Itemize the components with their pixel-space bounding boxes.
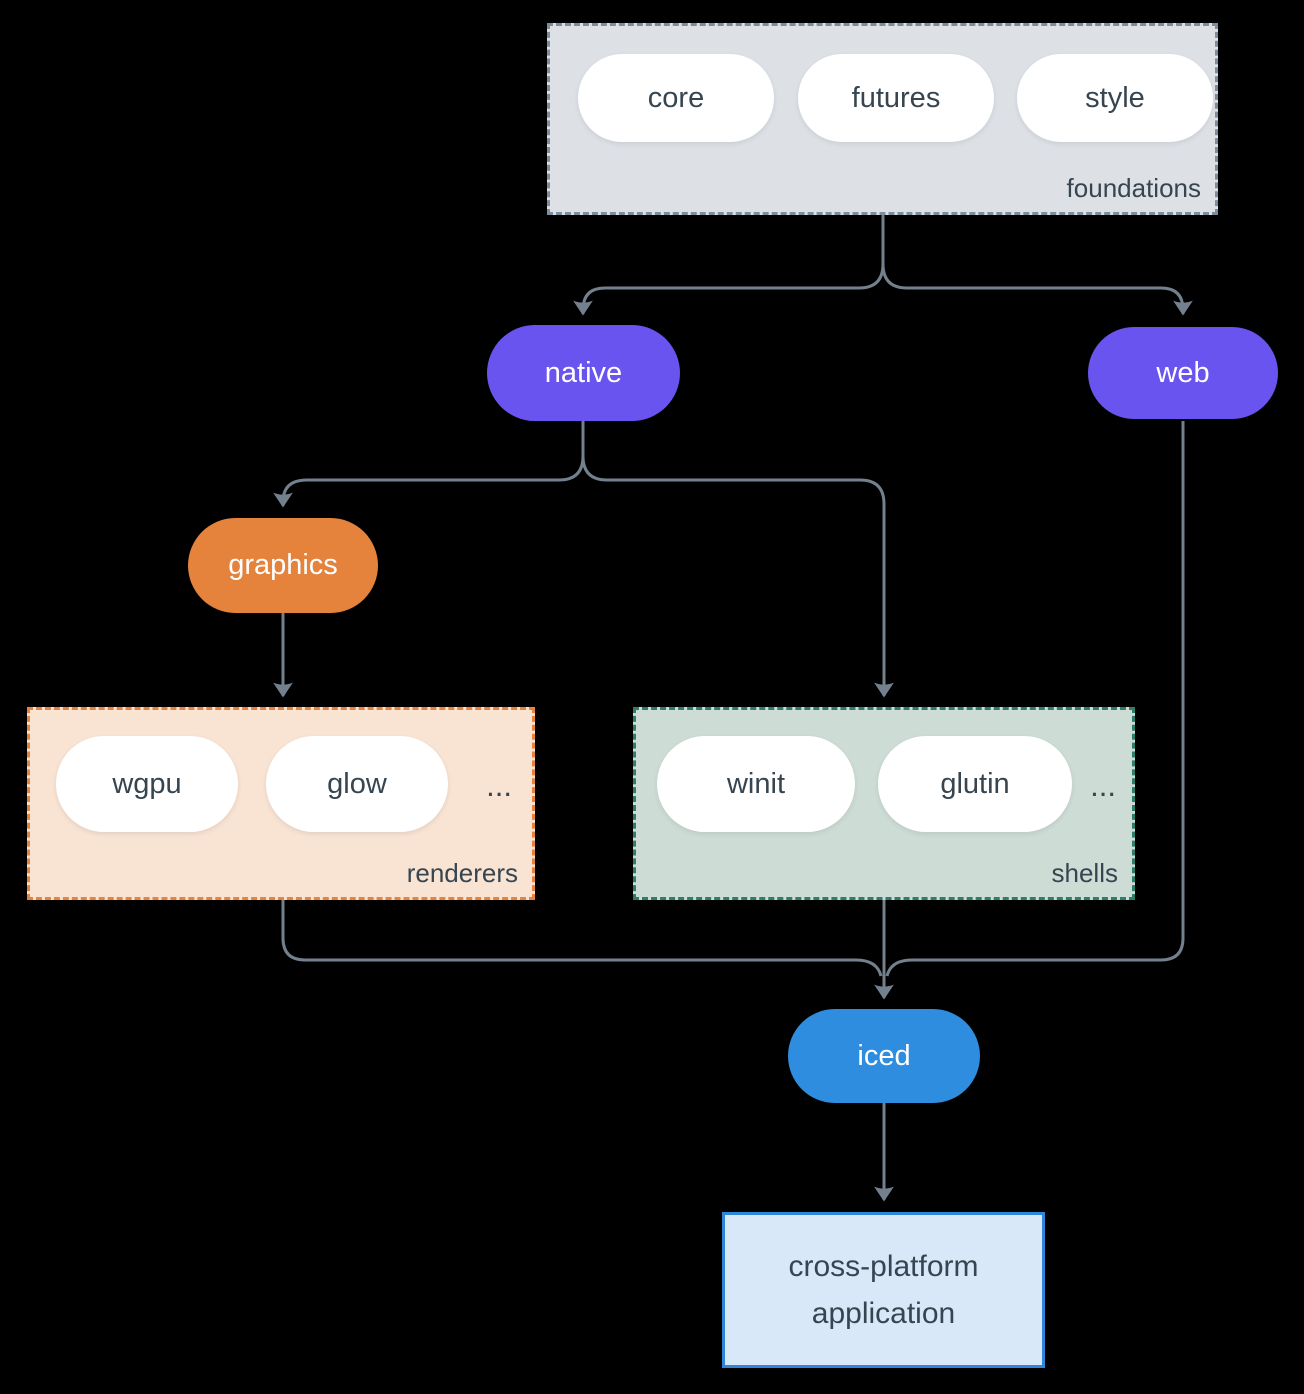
app-box: cross-platform application <box>722 1212 1045 1368</box>
pill-winit-label: winit <box>726 767 785 800</box>
pill-glutin: glutin <box>878 736 1072 832</box>
pill-glow: glow <box>266 736 448 832</box>
edge-foundations-to-web <box>881 263 1193 316</box>
node-iced: iced <box>788 1009 980 1103</box>
group-shells-label: shells <box>1051 858 1118 888</box>
group-foundations-label: foundations <box>1066 173 1201 203</box>
node-graphics-label: graphics <box>228 549 338 581</box>
node-native: native <box>487 325 680 421</box>
pill-wgpu-label: wgpu <box>112 767 182 800</box>
pill-futures-label: futures <box>851 81 941 114</box>
pill-winit: winit <box>657 736 855 832</box>
pill-core-label: core <box>647 81 705 114</box>
node-web: web <box>1088 327 1278 419</box>
pill-wgpu: wgpu <box>56 736 238 832</box>
pill-style-label: style <box>1085 81 1145 114</box>
app-box-label: cross-platform application <box>788 1250 979 1330</box>
group-renderers: wgpu glow ... renderers <box>27 707 535 900</box>
edge-foundations-to-native <box>573 263 885 316</box>
pill-futures: futures <box>798 54 994 142</box>
node-native-label: native <box>544 356 623 389</box>
pill-glutin-label: glutin <box>940 767 1010 800</box>
pill-style: style <box>1017 54 1213 142</box>
renderers-ellipsis: ... <box>486 768 512 803</box>
shells-ellipsis: ... <box>1090 768 1116 803</box>
pill-glow-label: glow <box>327 767 387 800</box>
pill-core: core <box>578 54 774 142</box>
node-graphics: graphics <box>188 518 378 613</box>
node-web-label: web <box>1156 356 1210 389</box>
edge-renderers-to-iced <box>281 900 883 977</box>
group-shells: winit glutin ... shells <box>633 707 1135 900</box>
edge-native-to-shells <box>581 455 894 698</box>
group-foundations: core futures style foundations <box>547 23 1218 215</box>
edge-native-to-graphics <box>273 455 585 508</box>
group-renderers-label: renderers <box>406 858 518 888</box>
node-iced-label: iced <box>857 1039 911 1072</box>
